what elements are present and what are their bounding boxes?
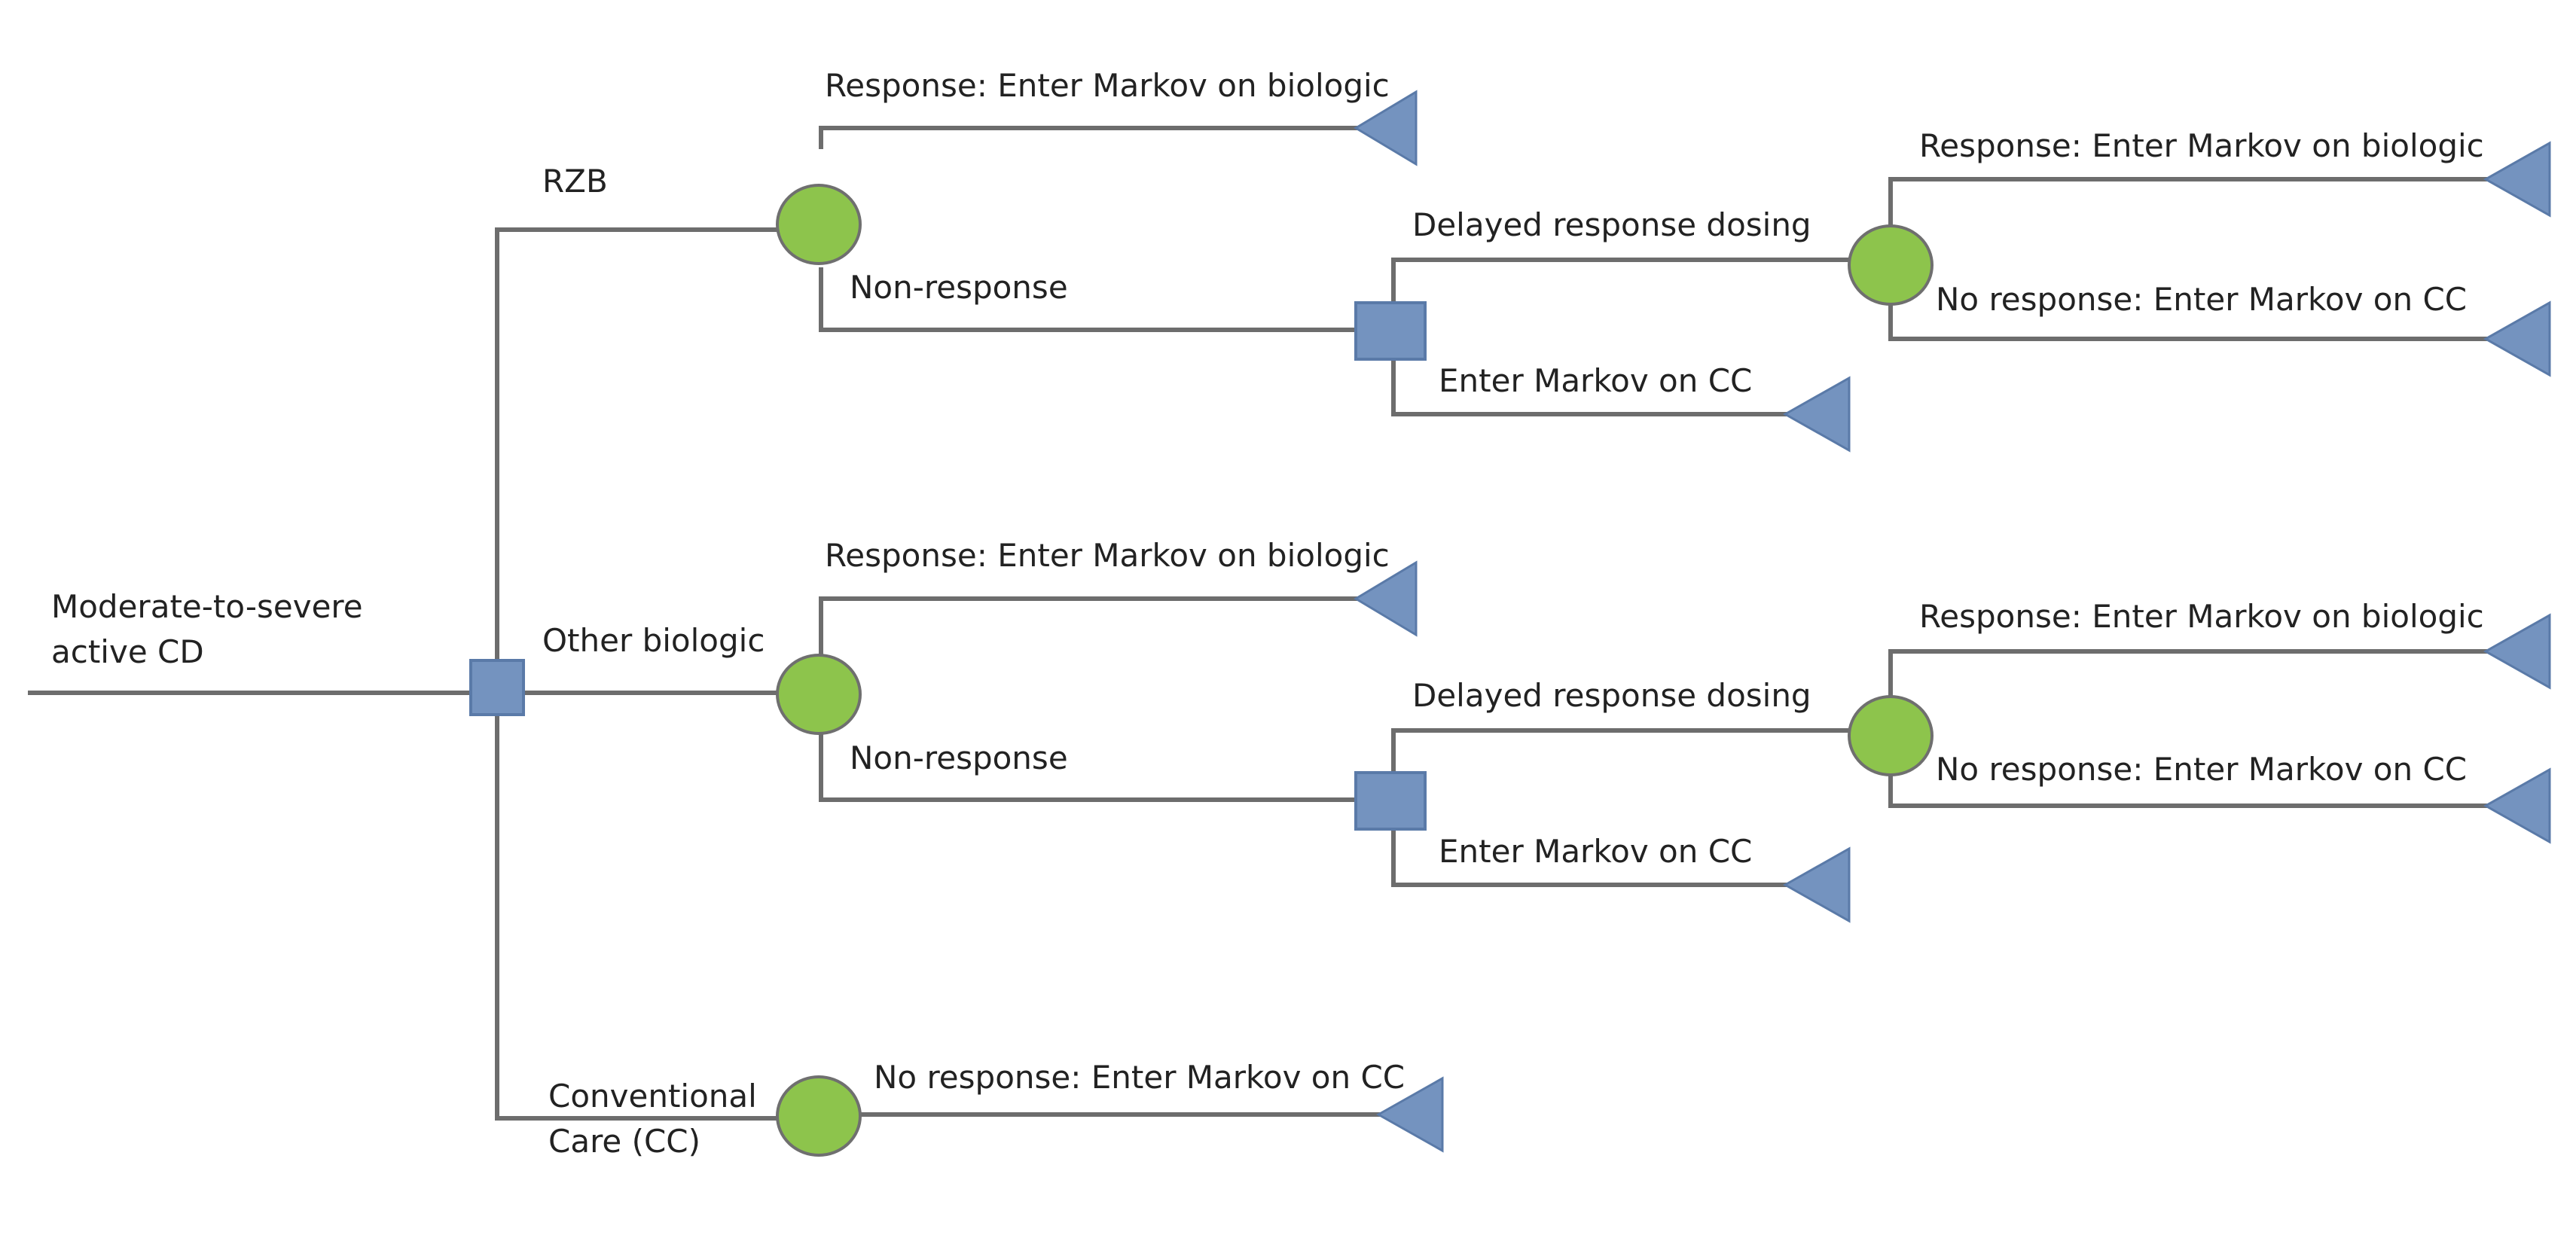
rzb-delayed-chance-node — [1848, 224, 1934, 306]
terminal-nodes — [1354, 90, 2551, 1153]
other-response-branch — [819, 596, 1373, 657]
root-label-line2: active CD — [51, 633, 204, 670]
rzb-enter-cc-terminal — [1782, 376, 1851, 453]
rzb-response-terminal — [1354, 90, 1418, 166]
cc-chance-node — [776, 1075, 862, 1157]
other-response-label: Response: Enter Markov on biologic — [825, 537, 1390, 574]
other-delayed-response-branch — [1888, 649, 2499, 703]
other-delayed-dosing-label: Delayed response dosing — [1412, 677, 1811, 714]
rzb-delayed-response-branch — [1888, 177, 2499, 228]
rzb-enter-cc-branch — [1391, 355, 1802, 416]
other-decision-node — [1354, 771, 1427, 831]
rzb-delayed-noresponse-terminal — [2483, 300, 2551, 377]
other-delayed-noresponse-branch — [1888, 769, 2495, 808]
rzb-nonresponse-branch — [819, 267, 1362, 332]
root-decision-node — [469, 659, 525, 716]
other-delayed-chance-node — [1848, 695, 1934, 776]
rzb-arm-label: RZB — [542, 163, 608, 200]
other-delayed-noresponse-terminal — [2483, 767, 2551, 844]
cc-arm-label-line1: Conventional — [548, 1078, 757, 1115]
labels: Moderate-to-severe active CD RZB Respons… — [51, 67, 2484, 1160]
rzb-delayed-noresponse-label: No response: Enter Markov on CC — [1936, 281, 2467, 318]
rzb-delayed-response-terminal — [2483, 141, 2551, 218]
rzb-delayed-dosing-branch — [1391, 258, 1855, 305]
cc-arm-label-line2: Care (CC) — [548, 1123, 700, 1160]
rzb-delayed-response-label: Response: Enter Markov on biologic — [1919, 127, 2484, 164]
rzb-nonresponse-label: Non-response — [850, 269, 1068, 306]
branch-lines — [28, 126, 2499, 1121]
root-label-line1: Moderate-to-severe — [51, 588, 363, 625]
cc-noresponse-label: No response: Enter Markov on CC — [874, 1059, 1405, 1096]
other-nonresponse-branch — [819, 734, 1362, 802]
other-chance-node — [776, 654, 862, 735]
rzb-chance-node — [776, 184, 862, 265]
cc-noresponse-terminal — [1375, 1076, 1444, 1153]
rzb-response-label: Response: Enter Markov on biologic — [825, 67, 1390, 104]
rzb-delayed-dosing-label: Delayed response dosing — [1412, 206, 1811, 243]
other-arm-label: Other biologic — [542, 622, 765, 659]
other-enter-cc-branch — [1391, 826, 1802, 887]
rzb-decision-node — [1354, 301, 1427, 361]
other-delayed-noresponse-label: No response: Enter Markov on CC — [1936, 751, 2467, 788]
other-delayed-dosing-branch — [1391, 728, 1855, 774]
rzb-delayed-noresponse-branch — [1888, 299, 2495, 341]
other-response-terminal — [1354, 560, 1418, 637]
other-delayed-response-label: Response: Enter Markov on biologic — [1919, 598, 2484, 635]
rzb-enter-cc-label: Enter Markov on CC — [1439, 362, 1752, 399]
other-nonresponse-label: Non-response — [850, 739, 1068, 776]
decision-nodes — [469, 301, 1427, 831]
chance-nodes — [776, 184, 1934, 1157]
rzb-response-branch — [819, 126, 1373, 149]
other-enter-cc-label: Enter Markov on CC — [1439, 833, 1752, 870]
other-delayed-response-terminal — [2483, 613, 2551, 690]
other-enter-cc-terminal — [1782, 846, 1851, 923]
